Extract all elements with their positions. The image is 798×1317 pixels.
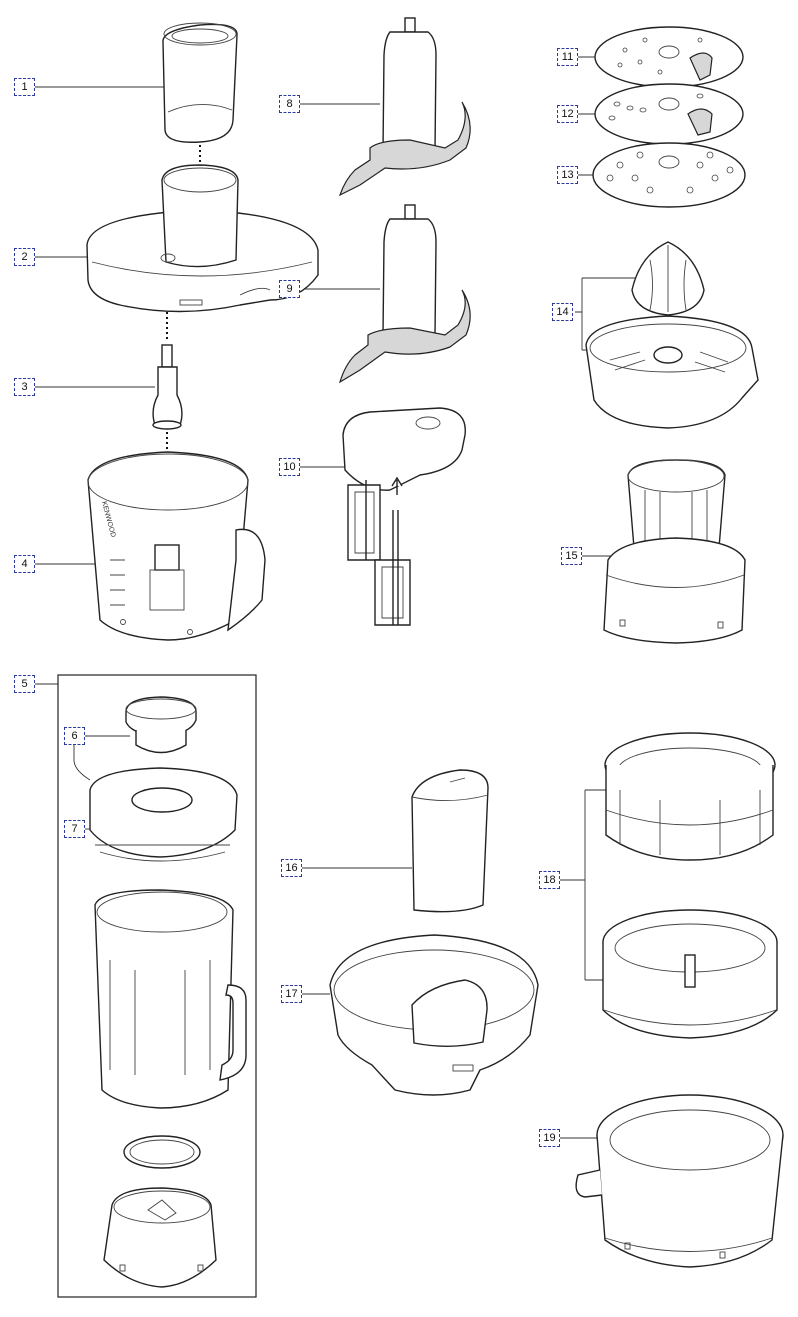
- callout-13: 13: [557, 166, 578, 184]
- mill-drawing: [603, 459, 746, 644]
- callout-9: 9: [279, 280, 300, 298]
- callout-10: 10: [279, 458, 300, 476]
- citrus-juicer-drawing: [585, 241, 759, 429]
- blender-jug-drawing: [94, 889, 247, 1109]
- chopping-blade-2-drawing: [338, 204, 471, 384]
- callout-6: 6: [64, 727, 85, 745]
- callout-3: 3: [14, 378, 35, 396]
- dicing-lid-drawing: [329, 934, 539, 1096]
- pusher-drawing: [162, 22, 238, 143]
- large-bowl-drawing: [575, 1094, 784, 1268]
- callout-1: 1: [14, 78, 35, 96]
- whisk-drawing: [342, 407, 466, 626]
- callout-18: 18: [539, 871, 560, 889]
- filler-cap-drawing: [125, 696, 197, 754]
- lid-drawing: [86, 164, 319, 313]
- callout-16: 16: [281, 859, 302, 877]
- juicer-basket-drawing: [604, 732, 776, 861]
- dicing-pusher-drawing: [411, 769, 489, 913]
- callout-17: 17: [281, 985, 302, 1003]
- callout-15: 15: [561, 547, 582, 565]
- callout-11: 11: [557, 48, 578, 66]
- callout-5: 5: [14, 675, 35, 693]
- chopping-blade-1-drawing: [338, 17, 471, 197]
- callout-19: 19: [539, 1129, 560, 1147]
- processor-bowl-drawing: KENWOOD: [87, 451, 266, 641]
- callout-8: 8: [279, 95, 300, 113]
- callout-12: 12: [557, 105, 578, 123]
- blender-lid-drawing: [89, 767, 238, 862]
- slicing-disc-12-drawing: [594, 83, 744, 145]
- callout-7: 7: [64, 820, 85, 838]
- blender-panel-frame: [57, 674, 257, 1298]
- callout-2: 2: [14, 248, 35, 266]
- grating-disc-13-drawing: [592, 142, 746, 208]
- slicing-disc-11-drawing: [594, 26, 744, 88]
- juicer-bowl-drawing: [602, 909, 778, 1039]
- callout-4: 4: [14, 555, 35, 573]
- callout-14: 14: [552, 303, 573, 321]
- seal-ring-drawing: [123, 1135, 201, 1169]
- drive-shaft-drawing: [152, 344, 183, 430]
- blade-base-drawing: [103, 1187, 217, 1288]
